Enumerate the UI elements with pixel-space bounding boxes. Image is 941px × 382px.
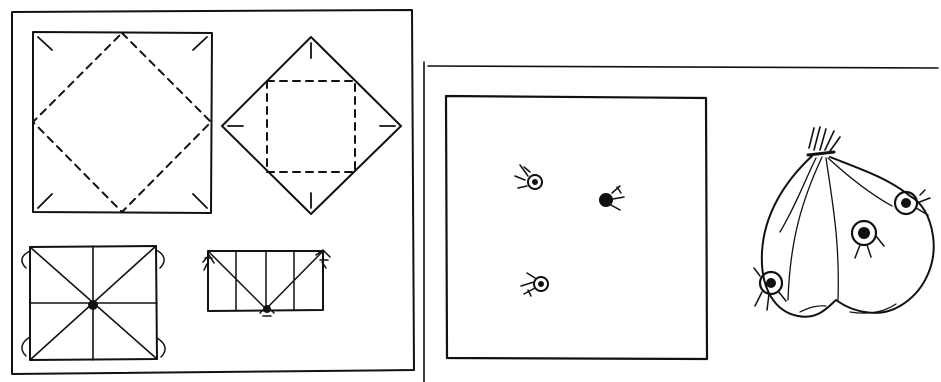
step4-folded-rectangle xyxy=(203,250,330,316)
left-panel xyxy=(12,10,414,374)
right-panel-top-edge xyxy=(428,66,938,68)
step3-radiating-square xyxy=(22,246,165,360)
step1-square-fold xyxy=(33,32,212,213)
center-knot xyxy=(88,300,98,310)
left-panel-frame xyxy=(12,10,414,374)
tied-bundle xyxy=(754,127,934,317)
knot-upper-right xyxy=(599,186,624,210)
cloth-square xyxy=(446,96,707,359)
cloth-with-knots xyxy=(446,96,707,359)
right-panel xyxy=(428,66,938,359)
knot-lower xyxy=(521,273,548,296)
step2-diamond-fold xyxy=(222,37,401,214)
knot-upper-left xyxy=(515,165,542,189)
